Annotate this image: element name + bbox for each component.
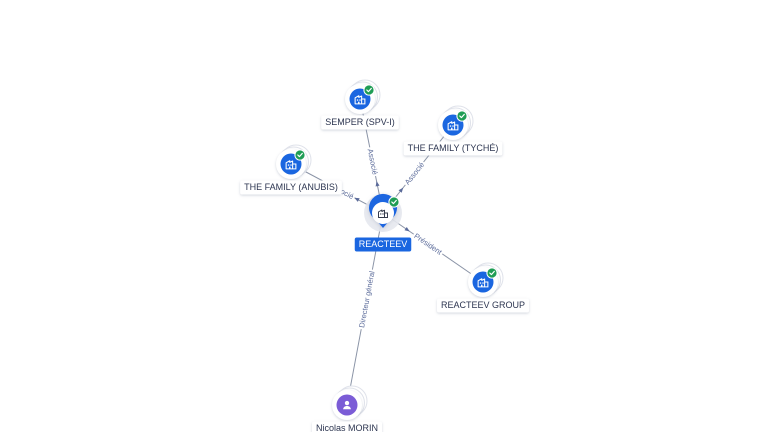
verified-badge [389, 197, 399, 207]
edge-label-group: Directeur général [356, 268, 377, 330]
verified-badge [295, 150, 305, 160]
edge-label-backing [401, 158, 427, 188]
edge-label-group: Associé [365, 146, 381, 177]
edge-arrow-icon [375, 181, 380, 187]
node-reacteev[interactable]: REACTEEV [354, 193, 412, 252]
node-the-family-tych[interactable]: THE FAMILY (TYCHÉ) [403, 105, 503, 156]
node-label-pill[interactable]: Nicolas MORIN [311, 421, 383, 432]
verified-badge [457, 111, 467, 121]
node-label: REACTEEV GROUP [441, 300, 525, 310]
check-icon [366, 87, 372, 93]
node-reacteev-group[interactable]: REACTEEV GROUP [436, 262, 530, 313]
node-label: THE FAMILY (ANUBIS) [244, 182, 338, 192]
node-label: THE FAMILY (TYCHÉ) [408, 143, 499, 153]
check-icon [391, 199, 397, 205]
verified-badge [364, 85, 374, 95]
node-label: Nicolas MORIN [316, 423, 378, 432]
node-label-box [436, 298, 530, 313]
edge-label[interactable]: Associé [403, 160, 426, 186]
node-label: SEMPER (SPV-I) [325, 117, 395, 127]
edge-label-group: Associé [401, 158, 427, 188]
node-the-family-anubis[interactable]: THE FAMILY (ANUBIS) [240, 144, 342, 195]
node-label-pill[interactable]: REACTEEV [354, 237, 412, 252]
node-label-pill[interactable]: REACTEEV GROUP [436, 298, 530, 313]
edge-arrow-icon [404, 226, 410, 232]
edge-label-group: Président [411, 230, 446, 258]
node-label-box [311, 421, 383, 432]
node-label-pill[interactable]: THE FAMILY (ANUBIS) [240, 180, 342, 195]
check-icon [489, 270, 495, 276]
node-label: REACTEEV [359, 239, 408, 249]
edge-label[interactable]: Directeur général [357, 270, 377, 329]
node-label-box [321, 115, 399, 130]
node-label-box [240, 180, 342, 195]
nodes-layer: REACTEEV SEMPER (SPV-I) THE FAMILY (TYCHÉ)… [240, 79, 530, 432]
edge-arrow-icon [398, 187, 404, 193]
edge-label-backing [365, 146, 381, 177]
node-nicolas-morin[interactable]: Nicolas MORIN [311, 385, 383, 432]
check-icon [459, 113, 465, 119]
edge-label-backing [411, 230, 446, 258]
edge-label[interactable]: Associé [366, 148, 380, 176]
node-semper-spv-i[interactable]: SEMPER (SPV-I) [321, 79, 399, 130]
edge-label-backing [356, 268, 377, 330]
verified-badge [487, 268, 497, 278]
check-icon [297, 152, 303, 158]
node-label-box [354, 237, 412, 252]
node-pin-inner [372, 202, 394, 224]
node-label-pill[interactable]: SEMPER (SPV-I) [321, 115, 399, 130]
edge-label[interactable]: Président [412, 231, 444, 257]
node-label-box [403, 141, 503, 156]
node-label-pill[interactable]: THE FAMILY (TYCHÉ) [403, 141, 503, 156]
edge-arrow-icon [354, 197, 360, 202]
